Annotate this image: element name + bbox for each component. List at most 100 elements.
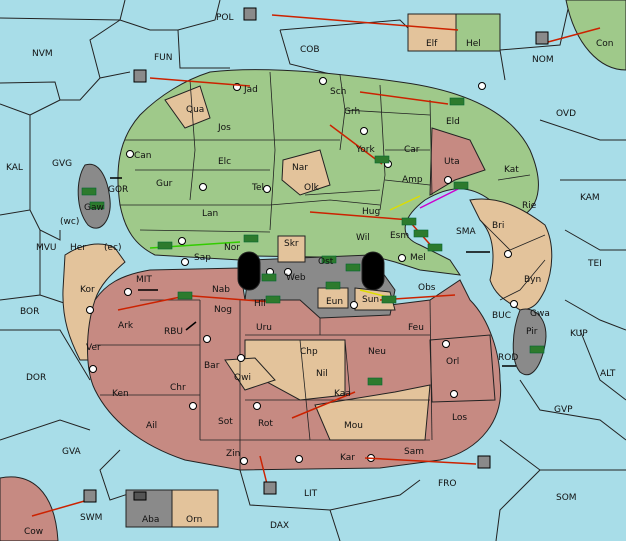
region-green xyxy=(117,69,539,276)
land-label: Gur xyxy=(156,179,173,189)
land-label: Uta xyxy=(444,157,460,167)
land-label: Qwi xyxy=(234,373,251,383)
fleet-swm[interactable] xyxy=(83,489,97,503)
sea-label: GOR xyxy=(108,185,128,195)
land-label: Tel xyxy=(251,183,264,193)
fleet-con[interactable] xyxy=(535,31,549,45)
uta-province xyxy=(429,127,486,196)
land-label: Kat xyxy=(504,165,519,175)
sea-label: MVU xyxy=(36,243,57,253)
land-label: Nor xyxy=(224,243,240,253)
sea-label: KAM xyxy=(580,193,600,203)
land-label: Sap xyxy=(194,253,211,263)
land-label: (ec) xyxy=(104,243,122,253)
land-label: Kar xyxy=(340,453,355,463)
land-label: Esm xyxy=(390,231,409,241)
land-label: Rie xyxy=(522,201,537,211)
fleet-pol[interactable] xyxy=(243,7,257,21)
land-label: Elf xyxy=(426,39,438,49)
mou-province xyxy=(314,384,431,441)
land-label: Grh xyxy=(344,107,360,117)
land-label: Neu xyxy=(368,347,386,357)
sea-label: NOM xyxy=(532,55,554,65)
land-label: Gaw xyxy=(84,203,104,213)
land-label: Sot xyxy=(218,417,233,427)
units xyxy=(81,7,549,503)
land-label: Nab xyxy=(212,285,230,295)
sea-label: POL xyxy=(216,13,234,23)
sea-label: FRO xyxy=(438,479,457,489)
black-cap-west xyxy=(237,251,261,291)
land-label: Qua xyxy=(186,105,204,115)
sea-label: SOM xyxy=(556,493,577,503)
land-label: Los xyxy=(452,413,467,423)
land-label: Hug xyxy=(362,207,380,217)
land-label: Olk xyxy=(304,183,320,193)
sea-label: ROD xyxy=(498,353,518,363)
sea-label: BOR xyxy=(20,307,39,317)
land-label: Uru xyxy=(256,323,272,333)
land-label: Ver xyxy=(86,343,101,353)
sea-label: TEI xyxy=(587,259,602,269)
land-label: Nog xyxy=(214,305,232,315)
sea-label: KAL xyxy=(6,163,23,173)
pir-province xyxy=(512,308,547,376)
land-label: Orl xyxy=(446,357,459,367)
land-label: Mel xyxy=(410,253,426,263)
land-label: Sun xyxy=(362,295,379,305)
land-labels: Elf Hel Jad Qua Sch Jos Grh Eld Can York… xyxy=(24,39,550,537)
sea-label: SWM xyxy=(80,513,102,523)
land-label: Hil xyxy=(254,299,266,309)
sea-label: GVP xyxy=(554,405,573,415)
land-label: Obs xyxy=(418,283,436,293)
fleet-lit[interactable] xyxy=(263,481,277,495)
land-label: Car xyxy=(404,145,420,155)
skr-province xyxy=(277,235,306,263)
fleet-fun[interactable] xyxy=(133,69,147,83)
land-label: Ail xyxy=(146,421,157,431)
sea-label: MIT xyxy=(136,275,152,285)
land-label: Chr xyxy=(170,383,186,393)
land-label: Zin xyxy=(226,449,240,459)
land-label: Elc xyxy=(218,157,231,167)
black-cap-east xyxy=(361,251,385,291)
sea-label: ALT xyxy=(600,369,616,379)
land-label: Amp xyxy=(402,175,423,185)
qua-province xyxy=(164,85,211,129)
sea-label: COB xyxy=(300,45,320,55)
land-label: Can xyxy=(134,151,152,161)
sea-label: RBU xyxy=(164,327,183,337)
elf-hel-box xyxy=(407,13,501,52)
sea-label: BUC xyxy=(492,311,511,321)
army-units[interactable] xyxy=(81,97,545,386)
land-label: Feu xyxy=(408,323,424,333)
sea-label: NVM xyxy=(32,49,53,59)
sea-label: LIT xyxy=(304,489,318,499)
land-label: Eun xyxy=(326,297,343,307)
hel-province xyxy=(455,13,501,52)
land-label: Bar xyxy=(204,361,220,371)
sea-label: KUP xyxy=(570,329,588,339)
land-label: (wc) xyxy=(60,217,79,227)
land-label: Kaa xyxy=(334,389,351,399)
qwi-province xyxy=(224,357,276,391)
land-label: Gwa xyxy=(530,309,550,319)
land-label: Byn xyxy=(524,275,541,285)
orn-province xyxy=(171,489,219,528)
land-label: Cow xyxy=(24,527,43,537)
land-label: Mou xyxy=(344,421,363,431)
sea-label: DAX xyxy=(270,521,289,531)
sea-label: DOR xyxy=(26,373,46,383)
land-label: Wil xyxy=(356,233,370,243)
nar-province xyxy=(281,149,331,196)
fleet-fro[interactable] xyxy=(477,455,491,469)
land-label: Ost xyxy=(318,257,334,267)
fleet-aba[interactable] xyxy=(133,491,147,501)
land-label: Sam xyxy=(404,447,424,457)
sea-label: GVA xyxy=(62,447,82,457)
land-label: Ark xyxy=(118,321,134,331)
land-label: Web xyxy=(286,273,306,283)
land-label: Aba xyxy=(142,515,159,525)
